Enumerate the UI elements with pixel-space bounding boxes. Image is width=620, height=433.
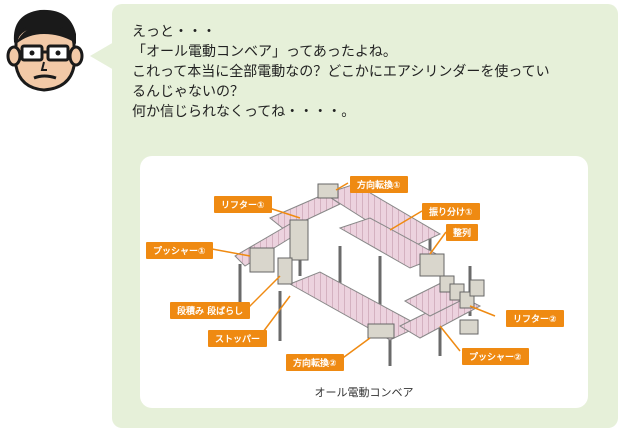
label-pusher-2: プッシャー②: [462, 348, 529, 365]
figure-caption: オール電動コンベア: [314, 386, 414, 399]
label-stopper: ストッパー: [208, 330, 268, 347]
label-stack: 段積み 段ばらし: [170, 302, 251, 319]
avatar: [4, 4, 86, 96]
label-pusher-1: プッシャー①: [146, 242, 213, 259]
glasses-man-face-icon: [6, 9, 84, 92]
speech-bubble-tail: [90, 42, 114, 70]
speech-line: 何か信じられなくってね・・・・。: [132, 104, 356, 120]
label-sort-1: 振り分け①: [422, 203, 480, 220]
conveyor-figure: 方向転換① リフター① 振り分け① 整列 プッシャー① 段積み 段ばらし ストッ…: [140, 156, 588, 408]
label-lifter-1: リフター①: [214, 196, 272, 213]
speech-line: 「オール電動コンベア」ってあったよね。: [132, 44, 397, 60]
label-lifter-2: リフター②: [506, 310, 564, 327]
speech-line: えっと・・・: [132, 24, 216, 40]
label-align: 整列: [446, 224, 479, 241]
speech-text: えっと・・・ 「オール電動コンベア」ってあったよね。 これって本当に全部電動なの…: [132, 22, 608, 122]
label-direction-2: 方向転換②: [286, 354, 344, 371]
conveyor-illustration: [211, 182, 496, 366]
speech-line: これって本当に全部電動なの？どこかにエアシリンダーを使ってい: [132, 64, 550, 80]
label-direction-1: 方向転換①: [350, 176, 408, 193]
speech-line: るんじゃないの？: [132, 84, 244, 100]
